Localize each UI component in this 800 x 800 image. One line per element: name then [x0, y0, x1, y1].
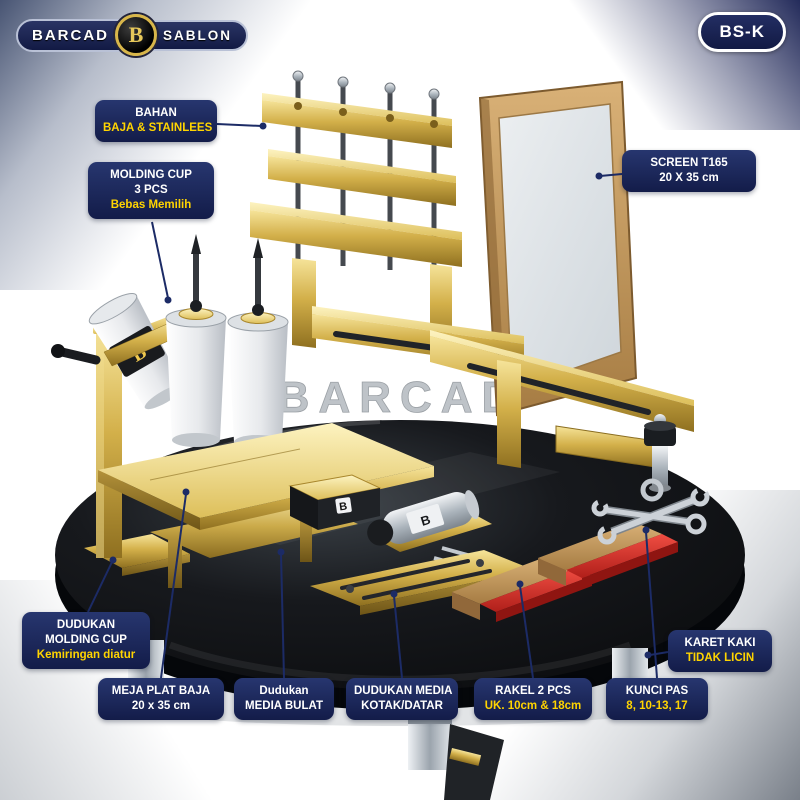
callout-line: KARET KAKI [684, 637, 756, 649]
callout-karet-kaki: KARET KAKI TIDAK LICIN [668, 630, 772, 672]
callout-line: BAHAN [135, 107, 177, 119]
watermark-text: BARCAD [278, 373, 523, 422]
callout-line: MOLDING CUP [45, 634, 127, 646]
callout-line: KOTAK/DATAR [361, 700, 443, 712]
block-brand-mark: B [339, 500, 349, 513]
callout-line: Bebas Memilih [110, 199, 192, 211]
callout-line: MEDIA BULAT [245, 700, 323, 712]
callout-line: DUDUKAN MEDIA [354, 685, 453, 697]
callout-dudukan-molding-cup: DUDUKAN MOLDING CUP Kemiringan diatur [22, 612, 150, 669]
rod-ball-tips [292, 70, 440, 100]
support-arm [312, 306, 694, 492]
brand-emblem: B [115, 14, 157, 56]
press-bar-bottom [250, 202, 462, 267]
callout-bahan: BAHAN BAJA & STAINLEES [95, 100, 217, 142]
callout-meja-plat-baja: MEJA PLAT BAJA 20 x 35 cm [98, 678, 224, 720]
callout-screen: SCREEN T165 20 X 35 cm [622, 150, 756, 192]
cylinder-brand-mark: B [419, 512, 432, 529]
stand-handle [57, 347, 101, 365]
press-tower [250, 70, 462, 352]
model-badge: BS-K [698, 12, 786, 52]
brand-logo: BARCAD B SABLON [16, 13, 248, 57]
callout-line: KUNCI PAS [625, 685, 689, 697]
callout-dudukan-media-kotak: DUDUKAN MEDIA KOTAK/DATAR [346, 678, 458, 720]
arm-knob [644, 426, 676, 446]
callout-line: MEJA PLAT BAJA [111, 685, 211, 697]
molding-cup-standing [227, 304, 289, 449]
callout-line: SCREEN T165 [650, 157, 728, 169]
callout-line: UK. 10cm & 18cm [484, 700, 582, 712]
callout-line: Dudukan [259, 685, 309, 697]
callout-rakel: RAKEL 2 PCS UK. 10cm & 18cm [474, 678, 592, 720]
screen-frame [478, 80, 638, 417]
callout-line: 8, 10-13, 17 [626, 700, 688, 712]
callout-molding-cup: MOLDING CUP 3 PCS Bebas Memilih [88, 162, 214, 219]
press-bar-top [262, 93, 452, 148]
callout-kunci-pas: KUNCI PAS 8, 10-13, 17 [606, 678, 708, 720]
riser-block: B [288, 474, 382, 530]
press-bar-middle [268, 149, 456, 206]
callout-line: 20 X 35 cm [659, 172, 719, 184]
callout-dudukan-media-bulat: Dudukan MEDIA BULAT [234, 678, 334, 720]
callout-line: Kemiringan diatur [36, 649, 136, 661]
callout-line: BAJA & STAINLEES [103, 122, 213, 134]
molding-cup-standing [165, 300, 227, 447]
callout-line: DUDUKAN [56, 619, 116, 631]
callout-line: 20 x 35 cm [131, 700, 191, 712]
callout-line: 3 PCS [134, 184, 168, 196]
callout-line: MOLDING CUP [110, 169, 192, 181]
callout-line: RAKEL 2 PCS [495, 685, 571, 697]
callout-line: TIDAK LICIN [685, 652, 755, 664]
